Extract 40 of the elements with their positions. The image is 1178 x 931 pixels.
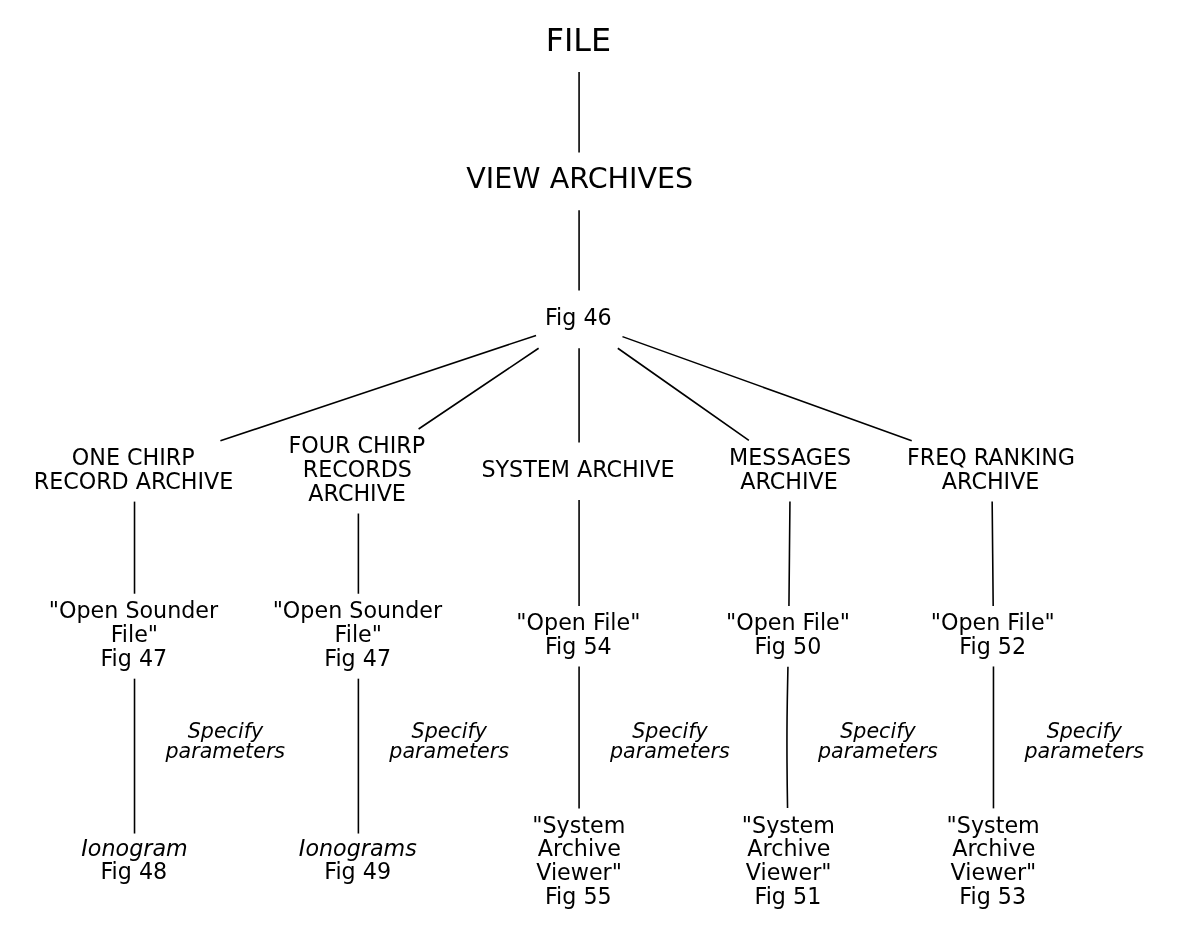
- node-text: FREQ RANKING ARCHIVE: [906, 444, 1076, 494]
- connector: [991, 500, 994, 607]
- node-text: "System Archive Viewer" Fig 53: [946, 811, 1040, 910]
- connector: [357, 677, 360, 835]
- node-text: "System Archive Viewer" Fig 51: [741, 811, 835, 910]
- node-text: MESSAGES ARCHIVE: [729, 444, 852, 494]
- node-text: "Open Sounder File" Fig 47: [272, 597, 443, 671]
- connector: [578, 347, 580, 444]
- connector: [578, 71, 580, 154]
- node-text: "Open File" Fig 54: [516, 609, 641, 659]
- connector: [133, 500, 136, 595]
- connector: [788, 500, 791, 607]
- connector: [992, 665, 995, 810]
- node-text: Ionograms Fig 49: [298, 835, 417, 884]
- node-text: ONE CHIRP RECORD ARCHIVE: [33, 444, 234, 494]
- connector: [621, 335, 913, 442]
- node-text: VIEW ARCHIVES: [466, 161, 694, 196]
- node-text: FILE: [545, 22, 612, 59]
- edge-label: Specify parameters: [389, 718, 509, 764]
- connector: [578, 499, 580, 607]
- connector: [357, 512, 360, 595]
- node-text: SYSTEM ARCHIVE: [481, 455, 675, 482]
- connector: [786, 665, 789, 809]
- connector: [219, 334, 537, 442]
- edge-label: Specify parameters: [818, 718, 938, 764]
- node-text: Fig 46: [544, 304, 612, 331]
- edge-label: Specify parameters: [165, 718, 286, 764]
- node-text: "Open Sounder File" Fig 47: [48, 597, 219, 671]
- node-text: "Open File" Fig 52: [930, 609, 1055, 659]
- node-text: Ionogram Fig 48: [81, 835, 188, 884]
- edge-label: Specify parameters: [610, 718, 730, 764]
- node-text: "Open File" Fig 50: [725, 609, 850, 659]
- connector: [578, 209, 580, 292]
- edge-label: Specify parameters: [1024, 718, 1145, 764]
- connector: [133, 677, 136, 835]
- connector: [578, 665, 580, 810]
- connector: [617, 347, 750, 442]
- connector: [417, 347, 540, 430]
- node-text: "System Archive Viewer" Fig 55: [532, 811, 626, 910]
- node-text: FOUR CHIRP RECORDS ARCHIVE: [288, 432, 426, 506]
